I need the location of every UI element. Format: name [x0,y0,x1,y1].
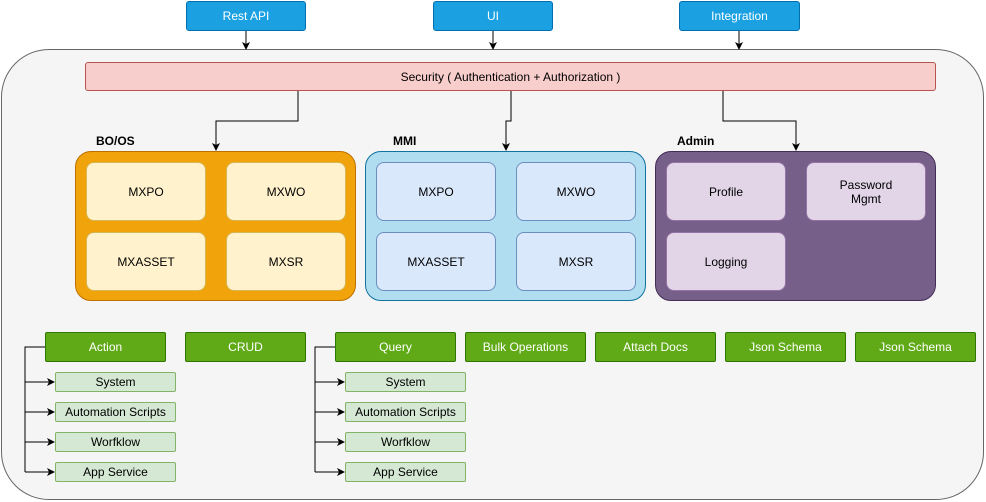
query-tree-line [314,346,335,472]
mmi-mxpo: MXPO [376,162,496,221]
bulk-operations-label: Bulk Operations [482,340,569,354]
json-schema-box-2: Json Schema [855,332,976,362]
query-item-app-service: App Service [345,462,466,482]
security-label: Security ( Authentication + Authorizatio… [400,69,621,84]
crud-label: CRUD [228,340,263,354]
admin-profile-label: Profile [708,184,743,199]
mmi-mxpo-label: MXPO [418,184,454,199]
boos-mxasset-label: MXASSET [117,254,175,269]
action-tree-line [24,346,45,472]
boos-mxwo: MXWO [226,162,346,221]
action-item-workflow: Worfklow [55,432,176,452]
query-item-label: System [385,375,426,389]
admin-logging-label: Logging [704,254,748,269]
arrow-security-boos [212,91,299,151]
admin-password-mgmt: Password Mgmt [806,162,926,221]
boos-mxasset: MXASSET [86,232,206,291]
action-item-automation-scripts: Automation Scripts [55,402,176,422]
action-item-system: System [55,372,176,392]
admin-title: Admin [677,134,715,148]
admin-logging: Logging [666,232,786,291]
boos-mxwo-label: MXWO [266,184,306,199]
integration-label: Integration [711,9,768,23]
boos-mxpo: MXPO [86,162,206,221]
query-item-automation-scripts: Automation Scripts [345,402,466,422]
json-schema-box-1: Json Schema [725,332,846,362]
crud-box: CRUD [185,332,306,362]
admin-profile: Profile [666,162,786,221]
mmi-mxasset: MXASSET [376,232,496,291]
boos-mxsr: MXSR [226,232,346,291]
mmi-mxasset-label: MXASSET [407,254,465,269]
query-box: Query [335,332,456,362]
rest-api-label: Rest API [222,9,270,23]
admin-password-label: Password Mgmt [839,177,893,206]
attach-docs-label: Attach Docs [623,340,688,354]
mmi-title: MMI [393,134,417,148]
mmi-mxsr-label: MXSR [558,254,594,269]
query-item-label: Automation Scripts [355,405,456,419]
json-schema-label-1: Json Schema [749,340,822,354]
query-item-label: Worfklow [380,435,431,449]
query-item-label: App Service [373,465,438,479]
mmi-mxwo: MXWO [516,162,636,221]
mmi-mxsr: MXSR [516,232,636,291]
action-item-label: Automation Scripts [65,405,166,419]
boos-mxsr-label: MXSR [268,254,304,269]
mmi-mxwo-label: MXWO [556,184,596,199]
arrow-security-mmi [502,91,512,151]
boos-title: BO/OS [96,134,135,148]
action-label: Action [88,340,123,354]
security-box: Security ( Authentication + Authorizatio… [85,62,936,91]
bulk-operations-box: Bulk Operations [465,332,586,362]
query-item-workflow: Worfklow [345,432,466,452]
arrow-security-admin [722,91,800,151]
rest-api-box: Rest API [186,1,306,31]
action-item-label: System [95,375,136,389]
action-item-label: Worfklow [90,435,141,449]
ui-box: UI [433,1,553,31]
action-item-app-service: App Service [55,462,176,482]
action-item-label: App Service [83,465,148,479]
ui-label: UI [487,9,499,23]
action-box: Action [45,332,166,362]
integration-box: Integration [679,1,800,31]
json-schema-label-2: Json Schema [879,340,952,354]
boos-mxpo-label: MXPO [128,184,164,199]
attach-docs-box: Attach Docs [595,332,716,362]
query-label: Query [379,340,412,354]
query-item-system: System [345,372,466,392]
